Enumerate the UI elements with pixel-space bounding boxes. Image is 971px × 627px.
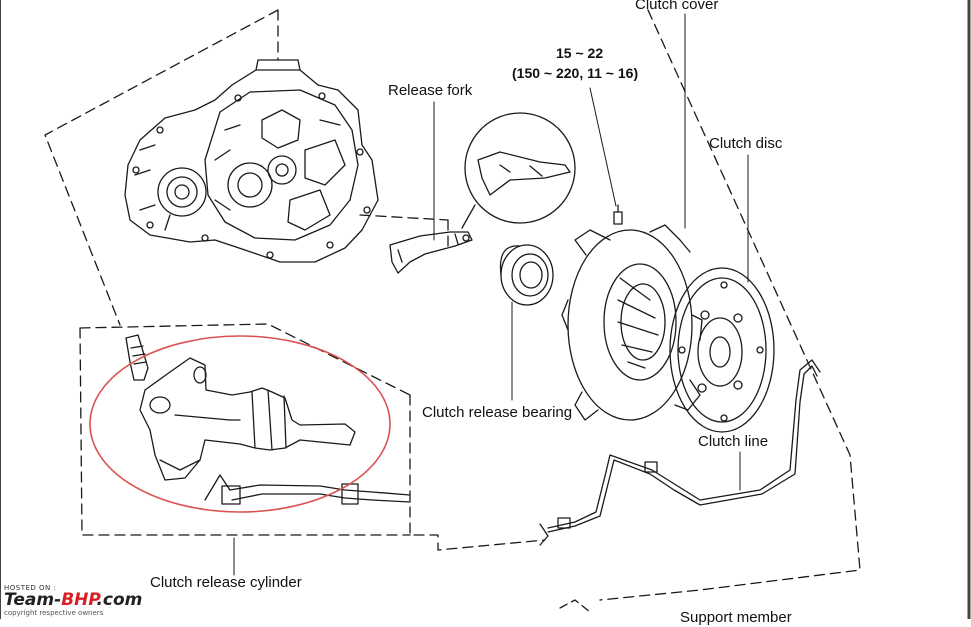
- watermark-brand: Team-BHP.com: [4, 592, 142, 609]
- release-fork: [389, 231, 473, 274]
- label-clutch-release-cylinder: Clutch release cylinder: [150, 574, 302, 591]
- transaxle-housing: [124, 59, 379, 263]
- label-clutch-disc: Clutch disc: [709, 135, 783, 152]
- cover-bolt: [613, 204, 623, 225]
- brand-suffix: .com: [96, 590, 143, 610]
- leader-lines: [233, 13, 749, 576]
- label-clutch-cover: Clutch cover: [635, 0, 719, 13]
- fork-detail-inset: [461, 112, 576, 229]
- label-clutch-line: Clutch line: [698, 433, 769, 450]
- watermark-hosted-on: HOSTED ON :: [4, 584, 57, 592]
- release-cylinder: [139, 357, 356, 481]
- brand-prefix: Team-: [4, 590, 62, 610]
- label-support-member: Support member: [680, 609, 792, 626]
- watermark: HOSTED ON : Team-BHP.com copyright respe…: [4, 584, 142, 617]
- label-torque-spec-alt: (150 ~ 220, 11 ~ 16): [512, 65, 639, 81]
- watermark-copyright: copyright respective owners: [4, 609, 104, 617]
- label-release-fork: Release fork: [388, 82, 473, 99]
- clutch-disc: [669, 267, 775, 433]
- clutch-line-pipe: [539, 359, 821, 546]
- highlight-ellipse: [89, 335, 391, 513]
- dashed-cylinder-box: [79, 323, 411, 536]
- release-bearing: [499, 244, 554, 306]
- cylinder-hose: [204, 474, 411, 505]
- support-member-outline: [559, 599, 591, 613]
- bleeder-screw: [125, 334, 149, 381]
- label-torque-spec: 15 ~ 22: [556, 45, 604, 61]
- brand-main: BHP: [61, 590, 97, 610]
- clutch-cover: [561, 224, 703, 421]
- dashed-assembly-outline: [44, 9, 861, 601]
- label-clutch-release-bearing: Clutch release bearing: [422, 404, 573, 421]
